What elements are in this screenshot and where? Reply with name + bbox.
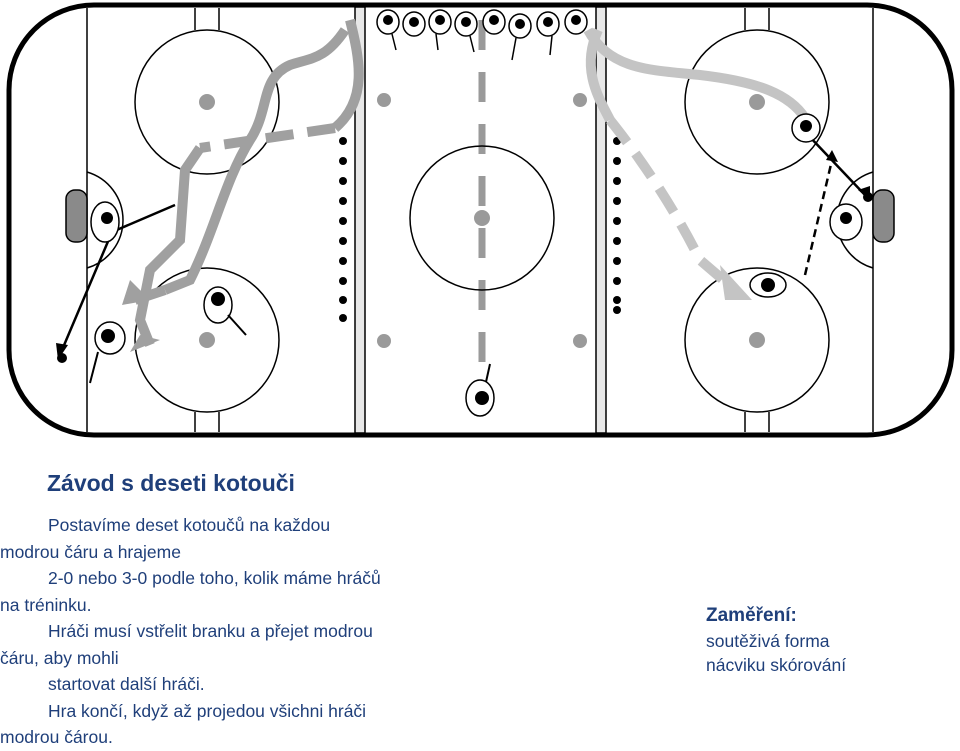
arrowhead	[720, 265, 752, 300]
puck-row-left	[339, 137, 347, 322]
faceoff-dot	[573, 334, 587, 348]
drill-description: Postavíme deset kotoučů na každou modrou …	[0, 512, 520, 751]
faceoff-dot	[573, 93, 587, 107]
waiting-players-group	[376, 9, 588, 61]
description-line: modrou čáru a hrajeme	[0, 541, 181, 562]
center-dot	[474, 210, 490, 226]
description-line: na tréninku.	[0, 594, 92, 615]
drill-title: Závod s deseti kotouči	[47, 470, 295, 496]
faceoff-circle	[134, 29, 280, 175]
goal-net-left	[65, 189, 88, 243]
description-line: Hráči musí vstřelit branku a přejet modr…	[48, 621, 373, 641]
description-line: modrou čárou.	[0, 727, 113, 747]
faceoff-circle	[684, 29, 830, 175]
player-icons	[89, 113, 863, 417]
skating-path-left	[133, 18, 364, 347]
center-circle	[409, 145, 555, 291]
description-line: startovat další hráči.	[48, 674, 205, 694]
faceoff-circle	[134, 267, 280, 413]
blue-line-left	[354, 6, 366, 434]
shot-lines	[60, 134, 866, 351]
arrowhead	[122, 280, 150, 305]
goal-crease-left	[86, 171, 124, 269]
focus-line: soutěživá forma	[706, 631, 830, 651]
focus-box: Zaměření: soutěživá forma nácviku skórov…	[706, 603, 946, 677]
description-line: Hra končí, když až projedou všichni hráč…	[48, 700, 367, 721]
faceoff-dot	[377, 93, 391, 107]
focus-line: nácviku skórování	[706, 655, 847, 675]
description-line: Postavíme deset kotoučů na každou	[48, 515, 331, 535]
puck-row-right	[613, 137, 621, 314]
hockey-rink-diagram	[6, 2, 955, 438]
focus-title: Zaměření:	[706, 605, 797, 626]
skating-path-right	[583, 27, 810, 294]
arrowhead	[130, 335, 160, 352]
description-line: 2-0 nebo 3-0 podle toho, kolik máme hráč…	[48, 568, 381, 588]
faceoff-dot	[377, 334, 391, 348]
faceoff-circle	[684, 267, 830, 413]
puck	[863, 192, 873, 202]
blue-line-right	[595, 6, 607, 434]
description-line: čáru, aby mohli	[0, 647, 119, 668]
goal-net-right	[872, 189, 895, 243]
puck	[57, 353, 67, 363]
